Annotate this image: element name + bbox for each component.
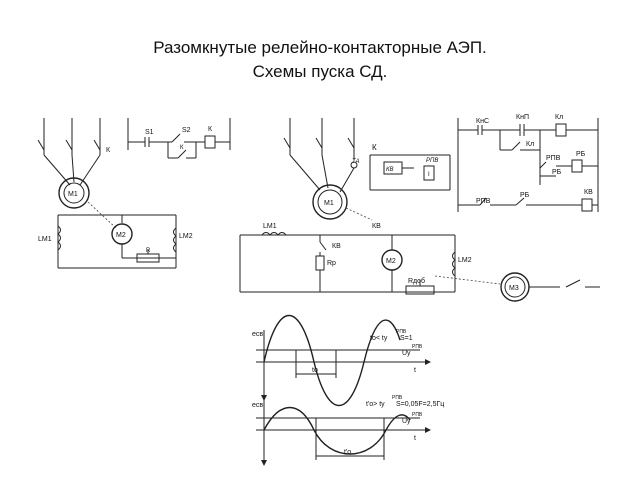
knp-label: КнП [516,114,529,121]
rpv-coil-label: I [428,172,430,178]
upper-s-value: S=1 [400,335,413,342]
kv-label-3: КВ [332,243,341,250]
slide-title-line1: Разомкнутые релейно-контакторные АЭП. [153,38,487,57]
upper-uy-sup: РПВ [412,344,423,350]
lower-t-axis: t [414,435,416,442]
upper-wave-curve [263,315,401,407]
lower-y-axis-label: eсв [252,402,263,409]
left-control-schematic: S1 S2 К К [127,118,231,159]
kns-label: КнС [476,118,489,125]
resistor-rr-label: Rр [327,260,336,267]
kl-coil-label: Кл [555,114,563,121]
left-lm2-label: LM2 [179,233,193,240]
rpv-contact-label: РПВ [546,155,561,162]
kl-contact-label: Кл [526,141,534,148]
kv-relay-label: КВ [386,167,394,173]
kv-coil [581,198,593,212]
left-lm1-label: LM1 [38,236,52,243]
kv-coil-label: КВ [584,189,593,196]
right-lm1-label: LM1 [263,223,277,230]
left-resistor-label: R [146,248,151,254]
switch-s2-label: S2 [182,127,191,134]
lower-condition: t'о> tу [366,401,385,408]
waveform-lower: eсв t'о t'о> tу РПВ S=0,05F=2,5Гц Uу РПВ… [252,395,444,466]
control-schematic: КнС КнП Кл Кл РПВ РБ РБ РПВ РБ КВ [457,114,599,212]
right-contactor-label: К [372,143,377,152]
lower-interval-label: t'о [344,449,351,456]
upper-uy: Uу [402,350,411,357]
upper-condition: tо< tу [370,335,388,342]
lower-s-value: S=0,05F=2,5Гц [396,401,444,408]
lower-uy: Uу [402,418,411,425]
right-lm2-label: LM2 [458,257,472,264]
kl-coil [555,123,567,137]
right-m2-label: М2 [386,258,396,265]
motor-m1-label: М1 [68,191,78,198]
upper-condition-sup: РПВ [396,329,407,335]
rb-coil-label: РБ [576,151,586,158]
left-contactor-label: К [106,147,111,154]
lower-condition-sup: РПВ [392,395,403,401]
rb-contact-label: РБ [552,169,562,176]
left-m2-label: М2 [116,232,126,239]
motor-m3-label: М3 [509,285,519,292]
coil-k2-label: К [180,145,184,151]
motor-m1-right [312,184,348,220]
upper-t-axis: t [414,367,416,374]
upper-interval-label: tо [312,367,318,374]
rpv-2-label: РПВ [476,198,491,205]
switch-s1-label: S1 [145,129,154,136]
upper-y-axis-label: eсв [252,331,263,338]
right-m1-label: М1 [324,200,334,207]
left-power-schematic: К М1 LM1 М2 R LM2 [37,118,193,269]
rpv-label: РПВ [426,158,438,164]
motor-m1 [58,177,90,209]
lower-uy-sup: РПВ [412,412,423,418]
slide-title-line2: Схемы пуска СД. [252,62,388,81]
lower-wave-curve [263,406,411,455]
coil-k-label: К [208,126,213,133]
kv-label-2: КВ [372,223,381,230]
waveform-upper: eсв tо tо< tу РПВ S=1 Uу РПВ t [252,315,431,407]
resistor-rdob-label: Rдоб [408,277,425,285]
right-power-schematic: К ТА М1 КВ РПВ I КВ LM1 КВ [239,118,600,302]
rb-coil [571,159,583,173]
rb-2-label: РБ [520,192,530,199]
